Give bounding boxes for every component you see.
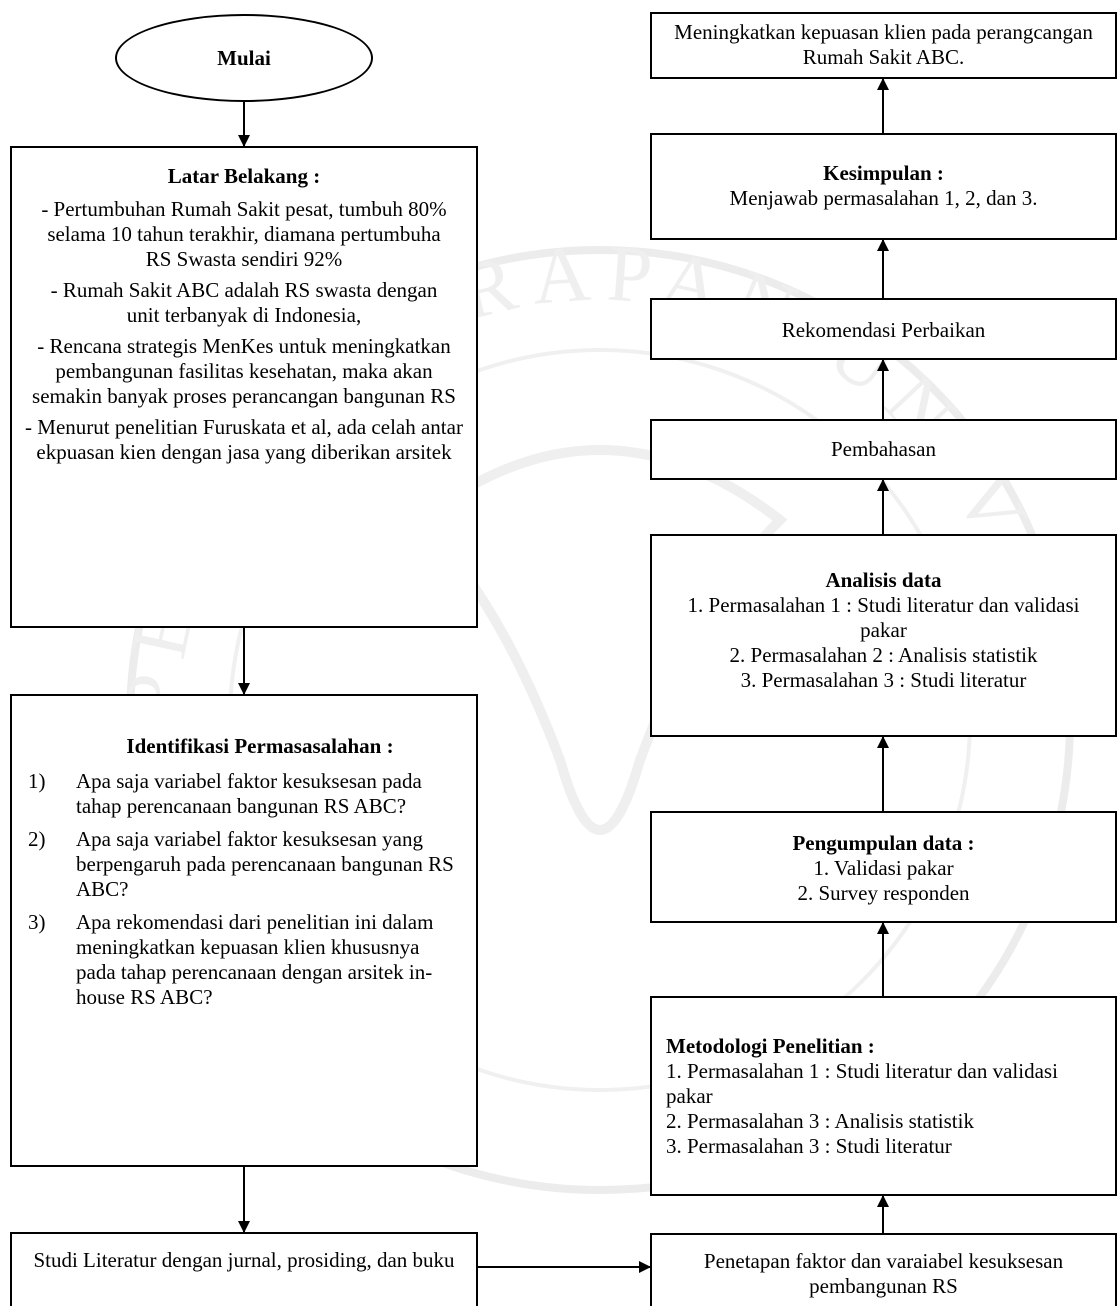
kesimpulan-text: Menjawab permasalahan 1, 2, dan 3.	[729, 186, 1038, 210]
pembahasan-text: Pembahasan	[831, 437, 936, 461]
pembahasan-box: Pembahasan	[650, 419, 1117, 480]
goal-text: Meningkatkan kepuasan klien pada perangc…	[674, 20, 1093, 69]
question-2-number: 2)	[28, 827, 46, 851]
latar-point-1: - Pertumbuhan Rumah Sakit pesat, tumbuh …	[41, 197, 447, 271]
question-2: 2) Apa saja variabel faktor kesuksesan y…	[28, 827, 460, 902]
identifikasi-title: Identifikasi Permasasalahan :	[126, 734, 394, 758]
metodologi-line-1: 1. Permasalahan 1 : Studi literatur dan …	[666, 1059, 1058, 1108]
metodologi-line-2: 2. Permasalahan 3 : Analisis statistik	[666, 1109, 974, 1133]
question-1: 1) Apa saja variabel faktor kesuksesan p…	[28, 769, 460, 819]
start-label: Mulai	[217, 45, 271, 70]
penetapan-box: Penetapan faktor dan varaiabel kesuksesa…	[650, 1233, 1117, 1306]
question-1-number: 1)	[28, 769, 46, 793]
rekomendasi-box: Rekomendasi Perbaikan	[650, 298, 1117, 360]
latar-belakang-box: Latar Belakang : - Pertumbuhan Rumah Sak…	[10, 146, 478, 628]
question-1-text: Apa saja variabel faktor kesuksesan pada…	[76, 769, 422, 818]
question-3-number: 3)	[28, 910, 46, 934]
latar-point-4: - Menurut penelitian Furuskata et al, ad…	[25, 415, 463, 464]
pengumpulan-box: Pengumpulan data : 1. Validasi pakar 2. …	[650, 811, 1117, 923]
kesimpulan-box: Kesimpulan : Menjawab permasalahan 1, 2,…	[650, 133, 1117, 240]
penetapan-text: Penetapan faktor dan varaiabel kesuksesa…	[703, 1249, 1064, 1298]
metodologi-box: Metodologi Penelitian : 1. Permasalahan …	[650, 996, 1117, 1196]
question-3: 3) Apa rekomendasi dari penelitian ini d…	[28, 910, 460, 1010]
latar-point-3: - Rencana strategis MenKes untuk meningk…	[32, 334, 456, 408]
question-3-text: Apa rekomendasi dari penelitian ini dala…	[76, 910, 434, 1009]
studi-literatur-text: Studi Literatur dengan jurnal, prosiding…	[33, 1248, 455, 1272]
identifikasi-box: Identifikasi Permasasalahan : 1) Apa saj…	[10, 694, 478, 1167]
metodologi-line-3: 3. Permasalahan 3 : Studi literatur	[666, 1134, 952, 1158]
analisis-line-3: 3. Permasalahan 3 : Studi literatur	[740, 668, 1027, 692]
start-terminal: Mulai	[115, 14, 373, 102]
pengumpulan-line-2: 2. Survey responden	[797, 881, 970, 905]
rekomendasi-text: Rekomendasi Perbaikan	[781, 318, 986, 342]
latar-point-2: - Rumah Sakit ABC adalah RS swasta denga…	[50, 278, 438, 327]
goal-box: Meningkatkan kepuasan klien pada perangc…	[650, 12, 1117, 79]
analisis-line-2: 2. Permasalahan 2 : Analisis statistik	[729, 643, 1038, 667]
analisis-line-1: 1. Permasalahan 1 : Studi literatur dan …	[687, 593, 1080, 642]
analisis-title: Analisis data	[825, 568, 942, 592]
question-2-text: Apa saja variabel faktor kesuksesan yang…	[76, 827, 454, 901]
pengumpulan-title: Pengumpulan data :	[792, 831, 975, 855]
kesimpulan-title: Kesimpulan :	[823, 161, 944, 185]
pengumpulan-line-1: 1. Validasi pakar	[813, 856, 954, 880]
analisis-box: Analisis data 1. Permasalahan 1 : Studi …	[650, 534, 1117, 737]
studi-literatur-box: Studi Literatur dengan jurnal, prosiding…	[10, 1232, 478, 1306]
latar-belakang-title: Latar Belakang :	[167, 164, 321, 188]
metodologi-title: Metodologi Penelitian :	[666, 1034, 875, 1058]
